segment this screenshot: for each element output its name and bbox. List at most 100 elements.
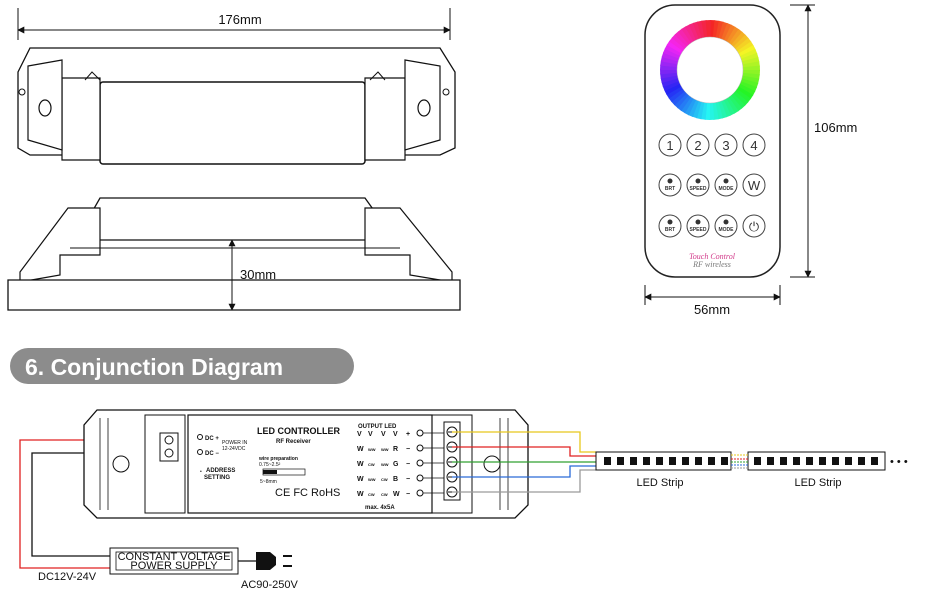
dc-plus-dot	[197, 434, 203, 440]
power-supply-inner	[115, 551, 233, 571]
remote-button[interactable]	[714, 173, 738, 197]
output-terminal-dot	[416, 429, 424, 437]
controller-title: LED CONTROLLER	[257, 426, 340, 436]
wire-v-plus	[452, 431, 596, 453]
right-clip	[369, 71, 386, 81]
color-wheel-segment	[715, 100, 723, 120]
remote-button[interactable]	[686, 173, 710, 197]
right-clamp	[364, 77, 406, 161]
remote-button[interactable]	[714, 133, 738, 157]
max-current-label: max. 4x5A	[365, 505, 395, 511]
led-chip	[721, 457, 728, 465]
dc-minus-label: DC −	[205, 451, 219, 457]
remote-button-label: W	[748, 178, 761, 193]
color-wheel-segment	[723, 97, 735, 116]
color-wheel-segment	[661, 77, 680, 88]
remote-button[interactable]	[742, 133, 766, 157]
controller-side-view: 30mm	[7, 197, 461, 311]
led-strip-2-leds	[754, 457, 878, 465]
remote-button[interactable]	[686, 133, 710, 157]
output-legend-cell: V	[381, 431, 386, 438]
output-legend-cell: W	[357, 476, 364, 483]
controller-label-plate	[187, 414, 433, 514]
remote-button-label: 1	[666, 138, 673, 153]
color-wheel-segment	[741, 70, 760, 76]
remote-button[interactable]	[742, 214, 766, 238]
section-header: 6. Conjunction Diagram	[10, 348, 354, 384]
led-strip-1-leds	[604, 457, 728, 465]
remote-button[interactable]	[658, 133, 682, 157]
led-chip	[656, 457, 663, 465]
color-wheel-segment	[681, 26, 695, 44]
color-wheel-segment	[669, 37, 686, 52]
wire-prep-label: wire preparation	[258, 456, 298, 462]
power-supply-line1: CONSTANT VOLTAGE	[118, 551, 231, 563]
color-wheel-segment	[710, 20, 716, 39]
color-wheel-segment	[663, 48, 682, 60]
color-wheel-segment	[737, 45, 756, 57]
section-title: 6. Conjunction Diagram	[25, 354, 283, 380]
output-legend-cell: WW	[368, 477, 376, 482]
color-wheel-segment	[677, 94, 692, 111]
led-chip	[682, 457, 689, 465]
wire-white	[452, 469, 596, 493]
color-wheel-center[interactable]	[676, 36, 744, 104]
remote-button[interactable]	[714, 214, 738, 238]
color-wheel-segment	[736, 41, 754, 55]
dc-minus-dot	[197, 449, 203, 455]
led-chip	[832, 457, 839, 465]
left-clamp	[61, 77, 101, 161]
output-legend-cell: WW	[381, 462, 389, 467]
remote-button-label: MODE	[719, 227, 735, 233]
led-chip	[630, 457, 637, 465]
color-wheel-segment	[728, 29, 743, 46]
color-wheel-segment	[720, 99, 732, 118]
enclosure-lid	[99, 81, 366, 165]
color-wheel[interactable]	[660, 20, 760, 120]
color-wheel-segment	[735, 86, 754, 100]
power-supply-line2: POWER SUPPLY	[130, 560, 218, 572]
led-chip	[780, 457, 787, 465]
color-wheel-segment	[712, 20, 720, 39]
color-wheel-segment	[688, 98, 700, 117]
color-wheel-segment	[696, 100, 705, 120]
remote-button[interactable]	[658, 173, 682, 197]
output-legend-cell: V	[393, 431, 398, 438]
led-chip	[604, 457, 611, 465]
led-chip	[793, 457, 800, 465]
color-wheel-segment	[685, 24, 697, 43]
input-screw-2	[164, 448, 174, 458]
output-legend-cell: −	[406, 446, 410, 453]
ac-voltage-label: AC90-250V	[241, 579, 299, 591]
led-chip	[643, 457, 650, 465]
side-right-flange	[364, 207, 453, 283]
color-wheel-segment	[740, 57, 760, 65]
remote-button-label: 4	[750, 138, 757, 153]
led-chip	[669, 457, 676, 465]
color-wheel-segment	[660, 64, 679, 70]
address-line1: ADDRESS	[206, 468, 235, 474]
remote-button[interactable]	[686, 214, 710, 238]
remote-button[interactable]	[658, 214, 682, 238]
output-legend-cell: −	[406, 491, 410, 498]
remote-button-icon	[667, 219, 673, 225]
color-wheel-segment	[660, 75, 680, 83]
color-wheel-segment	[688, 22, 700, 41]
color-wheel-segment	[662, 80, 681, 92]
side-body	[91, 197, 376, 241]
led-strips: LED Strip LED Strip • • •	[595, 451, 908, 489]
output-legend-cell: W	[357, 446, 364, 453]
remote-button[interactable]	[742, 173, 766, 197]
side-left-flange	[19, 207, 101, 283]
led-chip	[767, 457, 774, 465]
side-base	[7, 279, 461, 311]
color-wheel-segment	[718, 21, 728, 41]
output-legend-cell: WW	[381, 447, 389, 452]
color-wheel-segment	[704, 101, 710, 120]
remote-button-label: SPEED	[690, 186, 707, 192]
color-wheel-segment	[684, 97, 697, 116]
output-terminal-dot	[416, 459, 424, 467]
output-legend-cell: R	[393, 446, 398, 453]
